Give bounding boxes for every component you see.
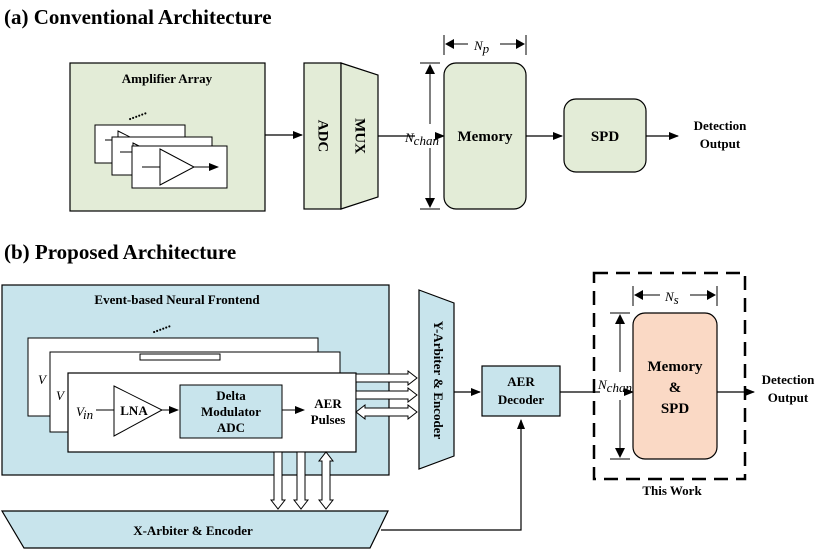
hollow-arrows-to-x-arbiter (269, 451, 335, 510)
detection-output-b-line1: Detection (762, 372, 815, 387)
adc-label: ADC (315, 120, 331, 153)
aer-pulses-line1: AER (314, 396, 342, 411)
amplifier-ellipsis: ...... (125, 102, 148, 123)
panel-b-title: (b) Proposed Architecture (4, 240, 236, 264)
x-arbiter-label: X-Arbiter & Encoder (133, 523, 253, 538)
y-arbiter-block (418, 289, 455, 470)
ns-dimension (632, 286, 718, 306)
np-dimension (443, 35, 527, 55)
vin-label: Vin (76, 404, 93, 422)
memory-spd-line2: & (669, 380, 682, 396)
mux-label: MUX (352, 118, 368, 154)
mux-block (340, 62, 379, 210)
frontend-label: Event-based Neural Frontend (94, 292, 260, 307)
aer-decoder-line1: AER (507, 374, 535, 389)
this-work-label: This Work (642, 483, 702, 498)
amplifier-triangle (159, 148, 196, 186)
nchan-dimension-a (420, 62, 440, 210)
ns-label: Ns (664, 289, 679, 307)
aer-decoder-line2: Decoder (498, 392, 544, 407)
hollow-arrows-to-y-arbiter (355, 369, 418, 421)
delta-modulator-box (179, 384, 283, 439)
nchan-label-a: Nchan (404, 130, 439, 148)
y-arbiter-label: Y-Arbiter & Encoder (431, 321, 446, 440)
memory-spd-box (632, 312, 718, 460)
panel-a-title: (a) Conventional Architecture (4, 5, 272, 29)
delta-label-line1: Delta (216, 388, 246, 403)
svg-text:V: V (56, 388, 66, 403)
lna-triangle (113, 385, 164, 437)
frontend-ellipsis: ...... (149, 315, 172, 336)
amplifier-stack (94, 124, 228, 189)
aer-decoder-box (481, 365, 561, 417)
detection-output-a-line1: Detection (694, 118, 747, 133)
arrow-x-arbiter-to-decoder (381, 419, 525, 531)
detection-output-b-line2: Output (768, 390, 809, 405)
nchan-dimension-b (610, 312, 630, 460)
this-work-region (592, 271, 747, 481)
detection-output-a-line2: Output (700, 136, 741, 151)
memory-spd-line1: Memory (648, 359, 703, 375)
delta-label-line2: Modulator (201, 404, 261, 419)
amplifier-array-label: Amplifier Array (122, 71, 213, 86)
np-label: Np (473, 38, 490, 56)
aer-pulses-line2: Pulses (311, 412, 346, 427)
memory-label-a: Memory (458, 129, 513, 145)
lna-label: LNA (120, 403, 148, 418)
spd-label: SPD (591, 129, 620, 145)
memory-spd-line3: SPD (661, 401, 690, 417)
x-arbiter-block (0, 510, 389, 549)
nchan-label-b: Nchan (597, 377, 632, 395)
delta-label-line3: ADC (217, 420, 245, 435)
svg-text:V: V (38, 372, 48, 387)
